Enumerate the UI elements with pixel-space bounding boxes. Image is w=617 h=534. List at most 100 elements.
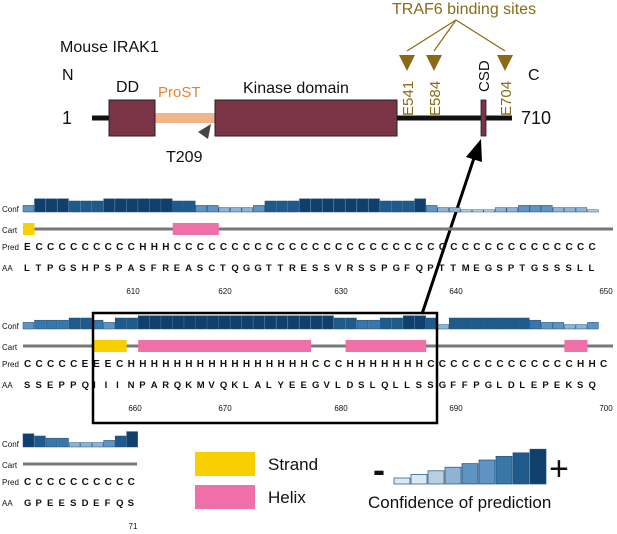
- confidence-bar: [230, 315, 242, 330]
- aa-letter: T: [266, 263, 272, 274]
- confidence-bar: [276, 200, 288, 213]
- confidence-bar: [103, 198, 115, 213]
- aa-letter: V: [324, 380, 331, 391]
- confidence-bar: [80, 200, 92, 213]
- confidence-bar: [472, 209, 484, 213]
- pred-letter: H: [185, 359, 192, 370]
- confidence-bar: [402, 315, 415, 330]
- t209-marker-icon: [198, 124, 211, 139]
- tick-label: 620: [218, 287, 232, 296]
- aa-letter: Q: [416, 263, 423, 274]
- confidence-scale-bar: [461, 463, 479, 485]
- confidence-bar: [80, 317, 92, 330]
- aa-letter: E: [93, 498, 99, 509]
- confidence-bar: [184, 200, 196, 213]
- confidence-bar: [57, 437, 69, 448]
- aa-letter: S: [554, 263, 560, 274]
- confidence-scale: [393, 448, 547, 485]
- confidence-bar: [218, 315, 231, 330]
- aa-letter: L: [243, 380, 249, 391]
- row-label-pred: Pred: [2, 243, 19, 252]
- aa-letter: L: [519, 380, 525, 391]
- pred-letter: H: [416, 359, 423, 370]
- aa-letter: S: [542, 263, 548, 274]
- pred-letter: C: [531, 359, 538, 370]
- pred-letter: H: [128, 359, 135, 370]
- aa-letter: P: [473, 380, 480, 391]
- confidence-legend-label: Confidence of prediction: [368, 493, 551, 512]
- confidence-scale-bar: [512, 452, 530, 485]
- pred-letter: C: [473, 359, 480, 370]
- pred-letter: C: [47, 242, 54, 253]
- pred-letter: C: [370, 242, 377, 253]
- aa-letter: A: [151, 380, 158, 391]
- confidence-bar: [587, 322, 599, 330]
- aa-letter: G: [531, 263, 538, 274]
- confidence-bar: [518, 205, 530, 213]
- confidence-bar: [126, 431, 138, 448]
- confidence-bar: [414, 198, 426, 213]
- confidence-bar: [126, 198, 138, 213]
- aa-letter: D: [82, 498, 89, 509]
- confidence-bar: [91, 200, 104, 213]
- arrowhead-icon: [466, 139, 482, 162]
- row-label-cart: Cart: [2, 343, 18, 352]
- pred-letter: C: [82, 477, 89, 488]
- site-e541-label: E541: [400, 81, 417, 116]
- pred-letter: C: [347, 242, 354, 253]
- confidence-bar: [391, 317, 403, 330]
- row-label-aa: AA: [2, 499, 13, 508]
- kinase-label: Kinase domain: [243, 80, 349, 97]
- aa-letter: R: [162, 380, 169, 391]
- pred-letter: C: [450, 242, 457, 253]
- pred-letter: C: [439, 359, 446, 370]
- confidence-bar: [68, 442, 81, 448]
- pred-letter: C: [47, 359, 54, 370]
- confidence-bar: [345, 198, 357, 213]
- aa-letter: L: [393, 380, 399, 391]
- confidence-bar: [529, 319, 542, 330]
- pred-letter: C: [47, 477, 54, 488]
- pred-letter: H: [393, 359, 400, 370]
- pred-letter: C: [393, 242, 400, 253]
- aa-letter: T: [519, 263, 525, 274]
- pred-letter: C: [439, 242, 446, 253]
- confidence-bar: [379, 317, 392, 330]
- pred-letter: C: [519, 359, 526, 370]
- tick-label: 640: [449, 287, 463, 296]
- aa-letter: P: [47, 263, 54, 274]
- confidence-bar: [552, 322, 565, 330]
- confidence-bar: [495, 317, 507, 330]
- prost-region: [155, 113, 217, 123]
- csd-label: CSD: [476, 60, 493, 92]
- confidence-bar: [575, 324, 588, 330]
- aa-letter: S: [427, 380, 433, 391]
- aa-letter: F: [462, 380, 468, 391]
- confidence-bar: [22, 205, 35, 213]
- confidence-bar: [45, 319, 58, 330]
- confidence-bar: [425, 317, 438, 330]
- confidence-bar: [518, 317, 530, 330]
- pred-letter: H: [381, 359, 388, 370]
- csd-zoom-arrow: [420, 157, 476, 315]
- pred-letter: H: [151, 242, 158, 253]
- aa-letter: L: [577, 263, 583, 274]
- aa-letter: K: [231, 380, 238, 391]
- pred-letter: H: [197, 359, 204, 370]
- pred-letter: H: [289, 359, 296, 370]
- confidence-bar: [495, 207, 507, 213]
- pred-letter: C: [220, 242, 227, 253]
- pred-letter: C: [105, 477, 112, 488]
- confidence-bar: [529, 205, 542, 213]
- pred-letter: H: [300, 359, 307, 370]
- helix-segment: [172, 223, 219, 235]
- helix-legend-label: Helix: [268, 488, 306, 507]
- confidence-bar: [587, 209, 599, 213]
- traf6-label: TRAF6 binding sites: [392, 1, 536, 18]
- confidence-bar: [356, 319, 369, 330]
- pred-letter: C: [381, 242, 388, 253]
- aa-letter: E: [473, 263, 479, 274]
- pred-letter: H: [162, 242, 169, 253]
- confidence-bar: [91, 442, 104, 448]
